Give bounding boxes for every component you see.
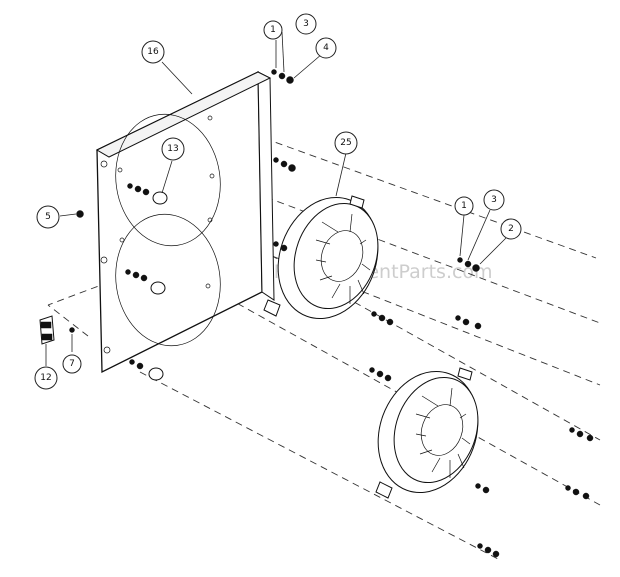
callout-label: 4 [323, 43, 329, 53]
callout: 25 [334, 131, 358, 155]
callout-label: 13 [167, 144, 178, 154]
callout: 1 [263, 20, 283, 40]
callout-label: 3 [491, 195, 497, 205]
callout: 3 [295, 13, 317, 35]
callout: 13 [161, 137, 185, 161]
callout: 4 [315, 37, 337, 59]
callout-label: 2 [508, 224, 514, 234]
callout-label: 25 [340, 138, 351, 148]
hardware-stack [455, 315, 482, 330]
hardware-stack [69, 327, 75, 333]
callout-label: 3 [303, 19, 309, 29]
callout: 2 [500, 218, 522, 240]
hardware-stack [565, 485, 590, 500]
thermostat-bracket [39, 315, 55, 345]
hardware-stack [271, 69, 294, 84]
hardware-stack [76, 210, 84, 218]
hardware-stack [457, 257, 480, 272]
hardware-stack [475, 483, 490, 494]
hardware-stack [569, 427, 594, 442]
callout: 5 [36, 205, 60, 229]
callout: 3 [483, 189, 505, 211]
callout: 12 [34, 366, 58, 390]
lower-fan [375, 367, 479, 499]
callout-label: 16 [147, 47, 159, 57]
callout-label: 1 [270, 25, 276, 35]
callout-label: 12 [40, 373, 51, 383]
hardware-stack [273, 241, 288, 252]
upper-fan [263, 195, 379, 320]
hardware-stack [369, 367, 392, 382]
callout: 16 [141, 40, 165, 64]
callout: 1 [454, 196, 474, 216]
hardware [69, 69, 594, 558]
callout-label: 5 [45, 212, 51, 222]
hardware-stack [129, 359, 164, 381]
hardware-stack [371, 311, 394, 326]
callout: 7 [62, 354, 82, 374]
callout-label: 1 [461, 201, 467, 211]
leader-lines [45, 31, 507, 366]
hardware-stack [125, 269, 148, 282]
shroud-panel [95, 70, 275, 374]
hardware-stack [273, 157, 296, 172]
callout-label: 7 [69, 359, 75, 369]
hardware-stack [477, 543, 500, 558]
hardware-stack [127, 183, 150, 196]
